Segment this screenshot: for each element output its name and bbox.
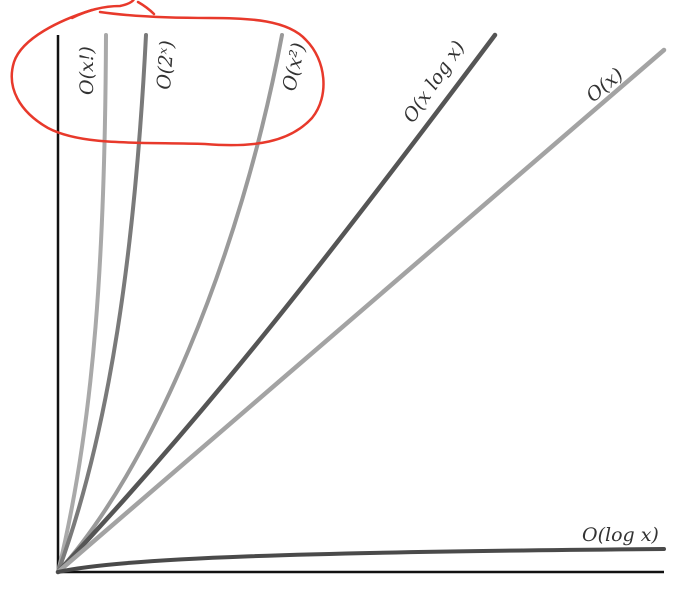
curve-exponential [56,33,148,574]
curve-linear [55,47,667,575]
curve-linearithmic [55,32,498,575]
label-factorial: O(x!) [76,46,98,95]
label-quadratic: O(x²) [278,41,310,93]
red-annotation-circle [10,8,325,147]
label-exponential: O(2ˣ) [153,40,178,91]
curve-logarithmic [56,547,666,574]
label-logarithmic: O(log x) [582,524,659,546]
curve-quadratic [56,33,284,574]
curve-factorial [56,33,108,574]
red-annotation-squiggle [70,0,156,20]
